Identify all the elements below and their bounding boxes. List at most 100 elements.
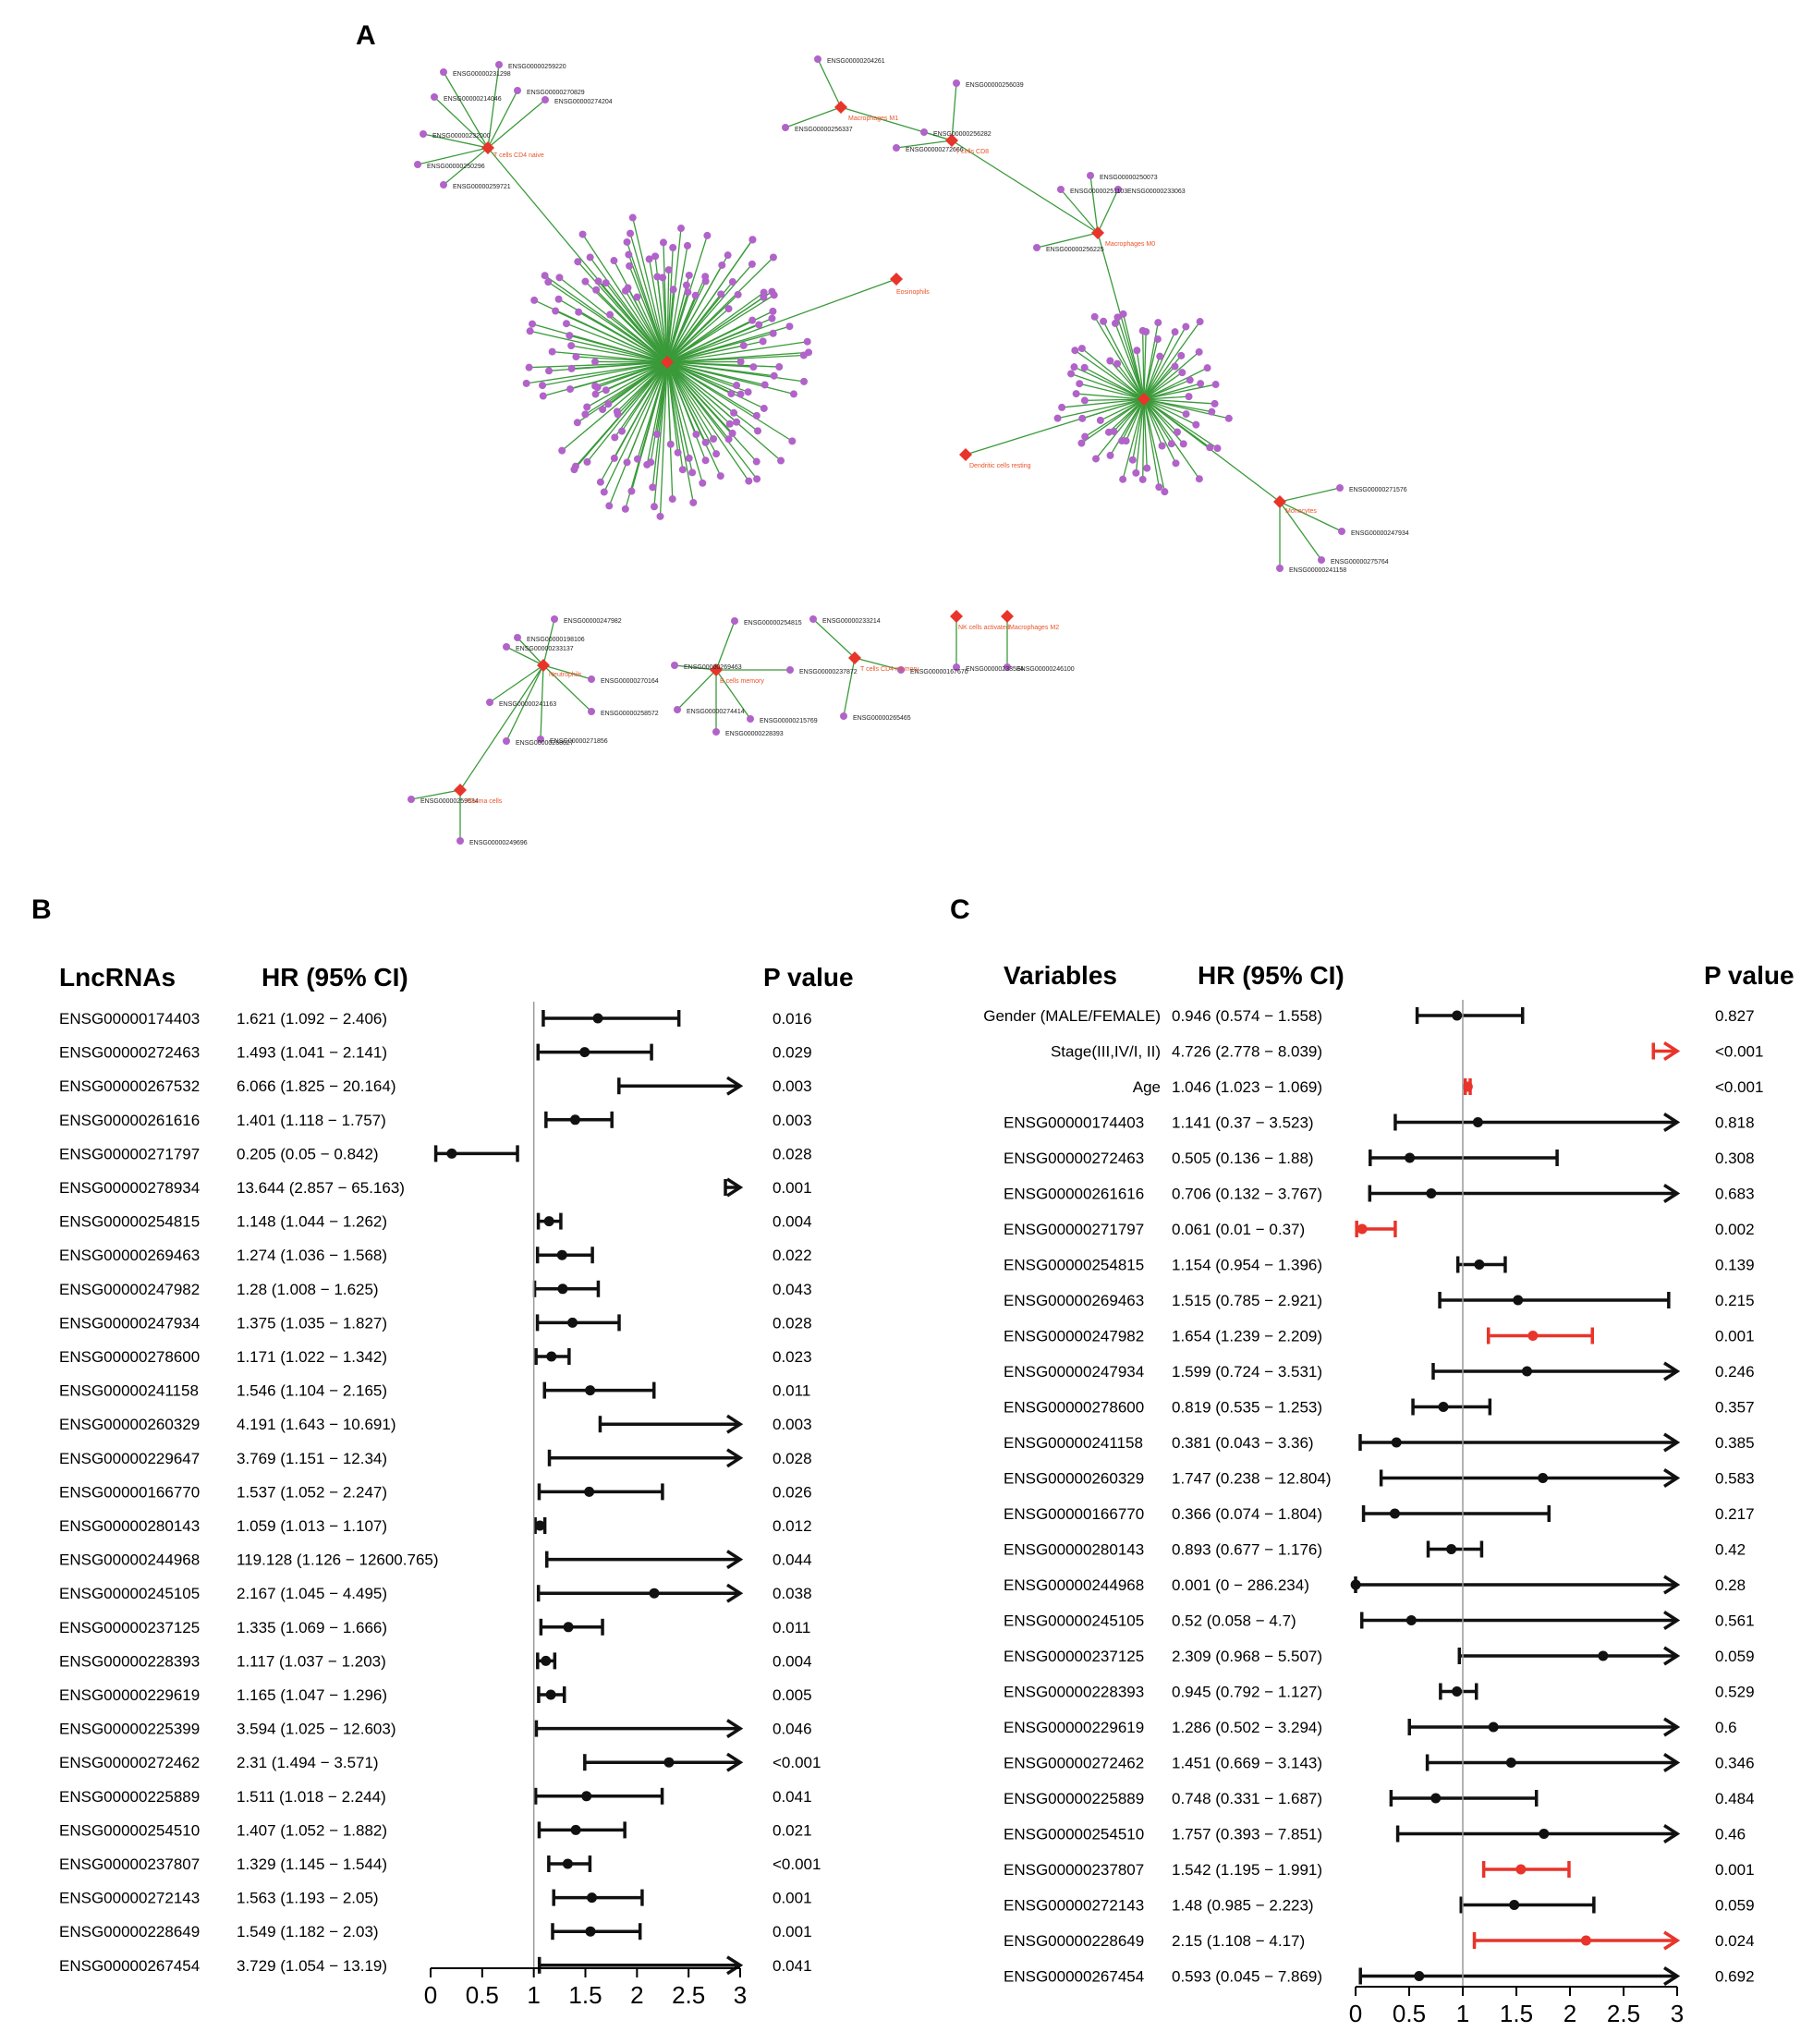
lncrna-node (716, 472, 724, 481)
hr-ci-label: 1.335 (1.069 − 1.666) (237, 1619, 387, 1636)
lncrna-node (650, 503, 658, 511)
network-edge (1279, 501, 1343, 532)
lncrna-node (666, 440, 675, 448)
p-value-label: 0.005 (773, 1686, 812, 1704)
forest-rows: ENSG00000174403 1.621 (1.092 − 2.406) 0.01… (59, 1010, 821, 1976)
hr-point (585, 1385, 596, 1396)
lncrna-node (571, 462, 579, 470)
lncrna-node (739, 341, 748, 349)
network-edge (605, 282, 668, 363)
lncrna-node (566, 332, 574, 340)
lncrna-node (1118, 437, 1126, 445)
lncrna-node (627, 487, 636, 495)
p-value-label: 0.023 (773, 1348, 812, 1366)
network-edge (1095, 398, 1145, 459)
hr-point (1446, 1544, 1457, 1554)
lncrna-node (752, 457, 760, 466)
column-header-hr: HR (95% CI) (262, 963, 408, 992)
lncrna-node-label: ENSG00000232000 (432, 133, 491, 140)
network-edge (1143, 379, 1190, 400)
network-edge (613, 260, 668, 363)
lncrna-node-label: ENSG00000233137 (516, 646, 574, 652)
ci-arrowhead (1663, 1361, 1681, 1381)
lncrna-node (777, 456, 785, 465)
lncrna-node (1155, 483, 1163, 492)
network-edge (1143, 331, 1176, 400)
lncrna-node (736, 358, 745, 366)
lncrna-node (752, 411, 760, 420)
network-edge (636, 297, 668, 363)
hr-ci-label: 1.654 (1.239 − 2.209) (1172, 1328, 1322, 1345)
cell-type-node (1273, 495, 1286, 508)
lncrna-node (1153, 335, 1162, 344)
lncrna-node (1276, 565, 1284, 572)
network-edge (559, 276, 668, 363)
network-edge (1143, 331, 1147, 400)
network-edge (666, 254, 729, 363)
hr-ci-label: 1.48 (0.985 − 2.223) (1172, 1897, 1314, 1915)
network-edge (666, 320, 753, 363)
lncrna-node (591, 390, 600, 398)
p-value-label: 0.041 (773, 1788, 812, 1806)
lncrna-node (539, 382, 547, 390)
lncrna-node (671, 662, 678, 669)
lncrna-node (1070, 363, 1078, 371)
ci-arrowhead (726, 1955, 744, 1976)
lncrna-node (525, 363, 533, 371)
lncrna-node (760, 293, 768, 301)
lncrna-node (623, 237, 631, 246)
lncrna-node (1067, 370, 1076, 378)
lncrna-node (652, 430, 661, 438)
network-edge (1143, 398, 1177, 464)
hr-point (592, 1013, 603, 1024)
forest-row: Gender (MALE/FEMALE)0.946 (0.574 − 1.558… (983, 1007, 1755, 1025)
x-tick-label: 0 (424, 1981, 437, 2009)
row-label: ENSG00000272462 (1004, 1755, 1144, 1772)
hr-ci-label: 1.621 (1.092 − 2.406) (237, 1010, 387, 1028)
lncrna-node (1208, 408, 1216, 416)
network-edge (1132, 398, 1145, 460)
cell-type-node (1001, 610, 1014, 623)
network-edge (666, 354, 804, 363)
row-label: ENSG00000225889 (59, 1788, 200, 1806)
hr-ci-label: 4.191 (1.643 − 10.691) (237, 1416, 396, 1433)
x-tick-label: 1 (1456, 2000, 1469, 2027)
lncrna-node (440, 181, 447, 189)
lncrna-node (755, 321, 763, 329)
hr-ci-label: 0.945 (0.792 − 1.127) (1172, 1684, 1322, 1701)
network-edge (1074, 349, 1145, 400)
lncrna-node (414, 161, 421, 168)
cell-type-label: Dendritic cells resting (969, 463, 1031, 469)
lncrna-node (733, 382, 741, 390)
lncrna-node (953, 663, 960, 671)
lncrna-node (1224, 414, 1233, 422)
ci-arrowhead (1663, 1930, 1681, 1951)
lncrna-node (760, 404, 768, 412)
row-label: ENSG00000272463 (59, 1044, 200, 1062)
p-value-label: 0.583 (1715, 1470, 1755, 1488)
lncrna-node (769, 307, 777, 315)
hr-point (1405, 1615, 1417, 1625)
p-value-label: 0.001 (773, 1179, 812, 1197)
row-label: ENSG00000280143 (1004, 1541, 1144, 1559)
p-value-label: 0.011 (773, 1619, 810, 1636)
lncrna-node-label: ENSG00000233584 (966, 666, 1024, 673)
lncrna-node (809, 615, 817, 623)
lncrna-node (710, 435, 718, 444)
lncrna-node (1071, 347, 1079, 355)
row-label: ENSG00000174403 (59, 1010, 200, 1028)
p-value-label: 0.003 (773, 1416, 812, 1433)
